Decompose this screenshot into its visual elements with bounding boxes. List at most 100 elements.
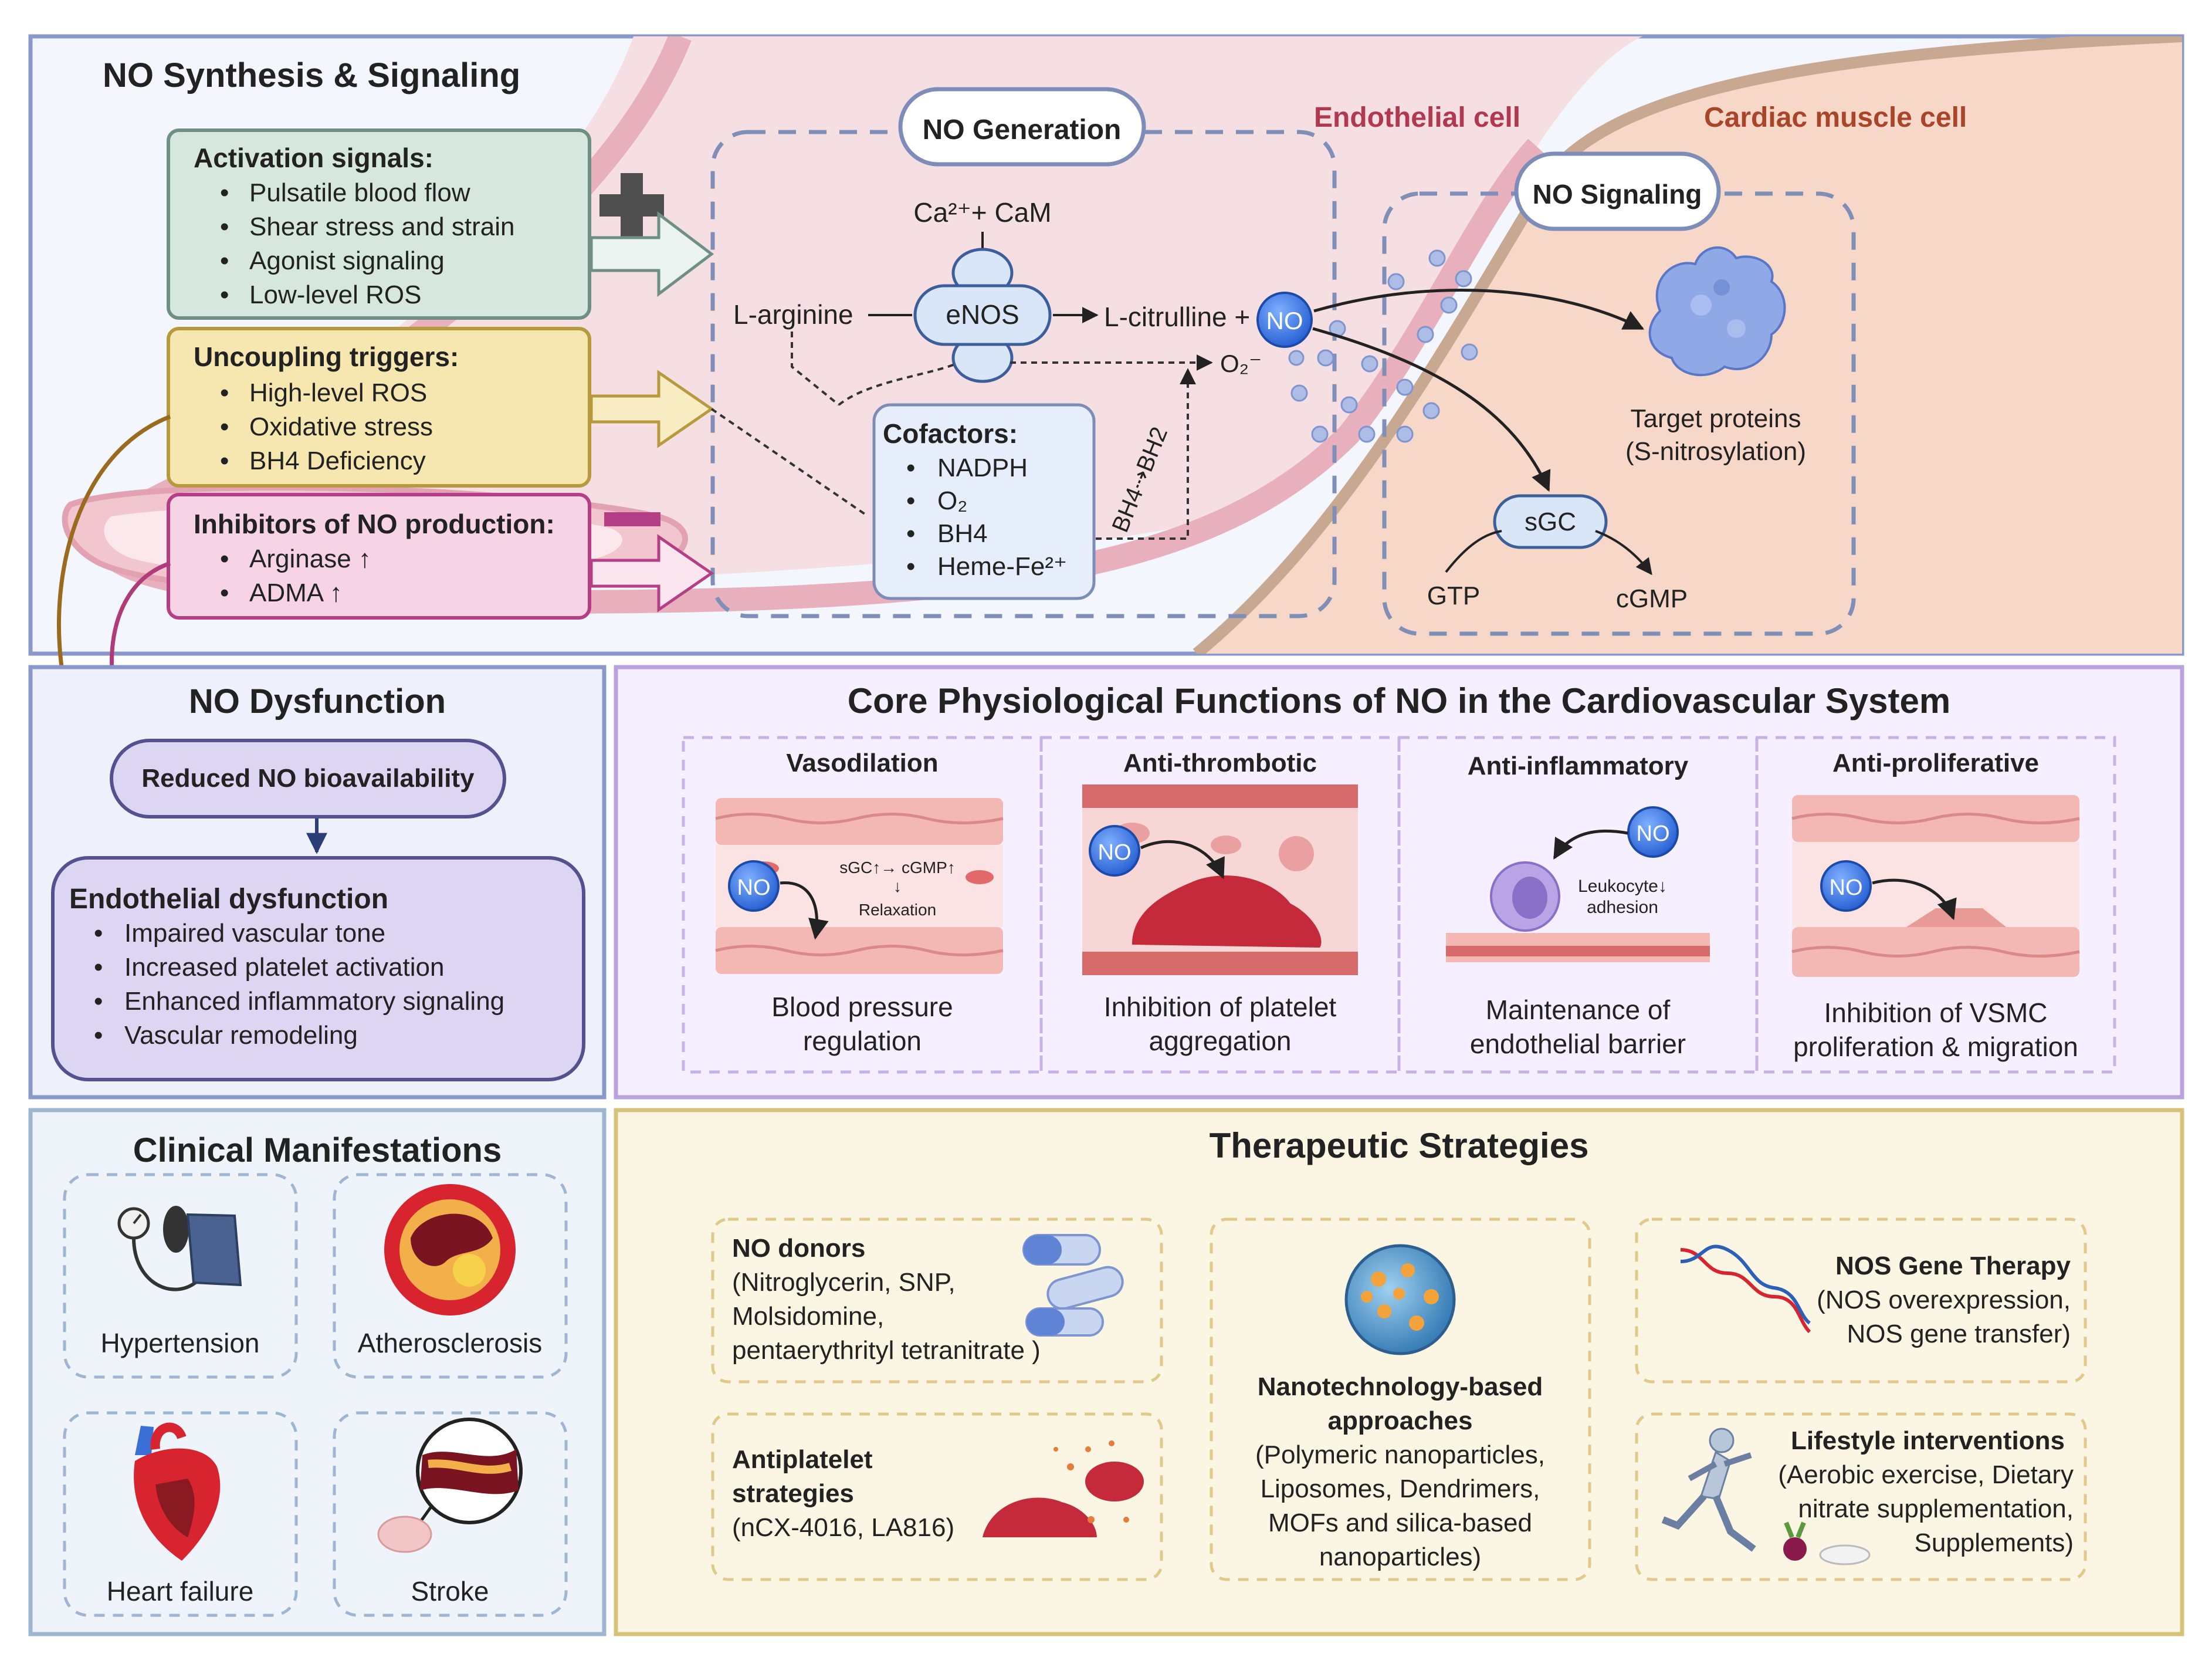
svg-text:Anti-thrombotic: Anti-thrombotic bbox=[1123, 749, 1317, 777]
svg-text:Enhanced inflammatory signalin: Enhanced inflammatory signaling bbox=[124, 987, 504, 1016]
blood-pressure-cuff-icon bbox=[117, 1206, 242, 1291]
no-molecule: NO bbox=[728, 860, 780, 912]
svg-text:Liposomes, Dendrimers,: Liposomes, Dendrimers, bbox=[1261, 1474, 1540, 1503]
svg-text:Inhibitors of NO production:: Inhibitors of NO production: bbox=[194, 509, 555, 539]
platelet-clot-icon bbox=[983, 1440, 1144, 1537]
blood-vessel-clot-icon bbox=[1082, 784, 1358, 975]
svg-text:•: • bbox=[220, 378, 229, 407]
svg-text:Vasodilation: Vasodilation bbox=[786, 749, 938, 777]
svg-text:Nanotechnology-based: Nanotechnology-based bbox=[1258, 1372, 1543, 1401]
svg-text:(nCX-4016, LA816): (nCX-4016, LA816) bbox=[732, 1513, 954, 1542]
hypertension-card: Hypertension bbox=[63, 1173, 298, 1379]
uncoupling-list: •High-level ROS •Oxidative stress •BH4 D… bbox=[220, 378, 433, 475]
svg-text:•: • bbox=[94, 953, 103, 982]
svg-text:proliferation & migration: proliferation & migration bbox=[1793, 1031, 2078, 1062]
atherosclerosis-card: Atherosclerosis bbox=[333, 1173, 568, 1379]
svg-text:•: • bbox=[220, 212, 229, 241]
inhibitors-box: Inhibitors of NO production: •Arginase ↑… bbox=[167, 493, 591, 620]
svg-text:Shear stress and strain: Shear stress and strain bbox=[249, 212, 514, 241]
svg-text:Vascular remodeling: Vascular remodeling bbox=[124, 1021, 358, 1050]
svg-text:Agonist signaling: Agonist signaling bbox=[249, 246, 445, 275]
plus-icon bbox=[599, 173, 664, 238]
svg-text:Heart failure: Heart failure bbox=[107, 1576, 254, 1606]
svg-text:pentaerythrityl tetranitrate ): pentaerythrityl tetranitrate ) bbox=[732, 1336, 1041, 1365]
no-molecule: NO bbox=[1089, 825, 1140, 877]
brain-vessel-icon bbox=[377, 1418, 523, 1553]
svg-text:endothelial barrier: endothelial barrier bbox=[1470, 1029, 1686, 1059]
svg-text:BH4 Deficiency: BH4 Deficiency bbox=[249, 447, 426, 475]
heart-icon bbox=[134, 1422, 221, 1561]
stroke-card: Stroke bbox=[333, 1411, 568, 1617]
sgc-node: sGC bbox=[1493, 494, 1608, 549]
svg-text:Antiplatelet: Antiplatelet bbox=[732, 1445, 873, 1474]
svg-text:NO Generation: NO Generation bbox=[923, 114, 1122, 146]
svg-text:Lifestyle interventions: Lifestyle interventions bbox=[1791, 1426, 2065, 1455]
svg-text:NO: NO bbox=[1637, 821, 1670, 846]
anti-inflammatory-panel: Anti-inflammatory NO Leukocyte↓ adhesion… bbox=[1397, 736, 1759, 1074]
svg-text:NADPH: NADPH bbox=[937, 454, 1028, 482]
svg-text:•: • bbox=[94, 919, 103, 948]
target-protein-icon bbox=[1648, 246, 1786, 377]
svg-text:NO Signaling: NO Signaling bbox=[1533, 179, 1702, 209]
nanoparticle-icon bbox=[1344, 1244, 1456, 1355]
uncoupling-triggers-box: Uncoupling triggers: •High-level ROS •Ox… bbox=[167, 327, 591, 488]
svg-text:•: • bbox=[220, 544, 229, 573]
svg-text:NO: NO bbox=[1830, 875, 1863, 900]
svg-text:NO donors: NO donors bbox=[732, 1234, 865, 1263]
svg-text:Reduced NO bioavailability: Reduced NO bioavailability bbox=[141, 764, 475, 793]
enos-node: eNOS bbox=[913, 284, 1052, 346]
svg-text:(Aerobic exercise, Dietary: (Aerobic exercise, Dietary bbox=[1778, 1460, 2074, 1489]
svg-text:(Nitroglycerin, SNP,: (Nitroglycerin, SNP, bbox=[732, 1268, 956, 1297]
anti-proliferative-panel: Anti-proliferative NO Inhibition of VSMC… bbox=[1755, 736, 2116, 1074]
svg-text:Relaxation: Relaxation bbox=[859, 901, 936, 919]
svg-text:•: • bbox=[220, 579, 229, 607]
core-functions-panel: Core Physiological Functions of NO in th… bbox=[614, 665, 2184, 1100]
svg-text:Increased platelet activation: Increased platelet activation bbox=[124, 953, 444, 982]
svg-text:NOS gene transfer): NOS gene transfer) bbox=[1847, 1320, 2071, 1348]
svg-text:eNOS: eNOS bbox=[946, 299, 1019, 330]
svg-text:Pulsatile blood flow: Pulsatile blood flow bbox=[249, 178, 470, 207]
activation-list: •Pulsatile blood flow •Shear stress and … bbox=[220, 178, 514, 309]
svg-text:•: • bbox=[906, 519, 915, 548]
svg-text:ADMA ↑: ADMA ↑ bbox=[249, 579, 343, 607]
svg-text:approaches: approaches bbox=[1328, 1406, 1473, 1435]
minus-icon bbox=[604, 512, 660, 526]
enos-pathway: Ca²⁺+ CaM eNOS L-arginine L-citrulline +… bbox=[710, 197, 1262, 540]
svg-text:Cofactors:: Cofactors: bbox=[883, 418, 1018, 449]
supplement-pill-icon bbox=[1819, 1544, 1871, 1565]
svg-text:Blood pressure: Blood pressure bbox=[771, 992, 953, 1022]
dysfunction-title: NO Dysfunction bbox=[189, 682, 446, 721]
svg-text:NO: NO bbox=[1098, 840, 1132, 865]
svg-text:•: • bbox=[220, 447, 229, 475]
svg-text:MOFs and silica-based: MOFs and silica-based bbox=[1268, 1509, 1532, 1537]
gtp-label: GTP bbox=[1427, 581, 1480, 610]
svg-text:nanoparticles): nanoparticles) bbox=[1319, 1543, 1481, 1571]
endothelial-dysfunction-box: Endothelial dysfunction •Impaired vascul… bbox=[51, 856, 585, 1081]
svg-text:O₂: O₂ bbox=[937, 486, 967, 515]
svg-text:Anti-inflammatory: Anti-inflammatory bbox=[1468, 752, 1689, 780]
inhibitor-arrow bbox=[590, 534, 714, 613]
svg-text:Impaired vascular tone: Impaired vascular tone bbox=[124, 919, 385, 948]
svg-text:NOS Gene Therapy: NOS Gene Therapy bbox=[1835, 1252, 2071, 1280]
synthesis-title: NO Synthesis & Signaling bbox=[103, 56, 520, 94]
svg-text:Maintenance of: Maintenance of bbox=[1486, 995, 1671, 1025]
svg-text:Low-level ROS: Low-level ROS bbox=[249, 280, 421, 309]
svg-text:Supplements): Supplements) bbox=[1915, 1528, 2074, 1557]
svg-text:adhesion: adhesion bbox=[1587, 898, 1658, 917]
svg-text:(NOS overexpression,: (NOS overexpression, bbox=[1817, 1286, 2071, 1314]
inhibitors-list: •Arginase ↑ •ADMA ↑ bbox=[220, 544, 371, 607]
svg-text:Ca²⁺+ CaM: Ca²⁺+ CaM bbox=[913, 197, 1051, 228]
endothelium-leukocyte-icon bbox=[1446, 861, 1710, 962]
svg-text:strategies: strategies bbox=[732, 1479, 854, 1508]
svg-text:•: • bbox=[94, 987, 103, 1016]
svg-text:•: • bbox=[220, 412, 229, 441]
svg-text:Activation signals:: Activation signals: bbox=[194, 143, 433, 173]
svg-text:L-citrulline +: L-citrulline + bbox=[1104, 302, 1250, 332]
dysfunction-panel: NO Dysfunction Reduced NO bioavailabilit… bbox=[28, 665, 607, 1100]
clinical-panel: Clinical Manifestations Hypertension Ath… bbox=[28, 1108, 607, 1636]
endothelial-cell-label: Endothelial cell bbox=[1314, 102, 1520, 133]
no-to-target-arrow bbox=[1313, 288, 1645, 330]
heart-failure-card: Heart failure bbox=[63, 1411, 298, 1617]
activation-signals-box: Activation signals: • Pulsatile blood flo… bbox=[167, 128, 591, 320]
svg-text:•: • bbox=[906, 552, 915, 581]
